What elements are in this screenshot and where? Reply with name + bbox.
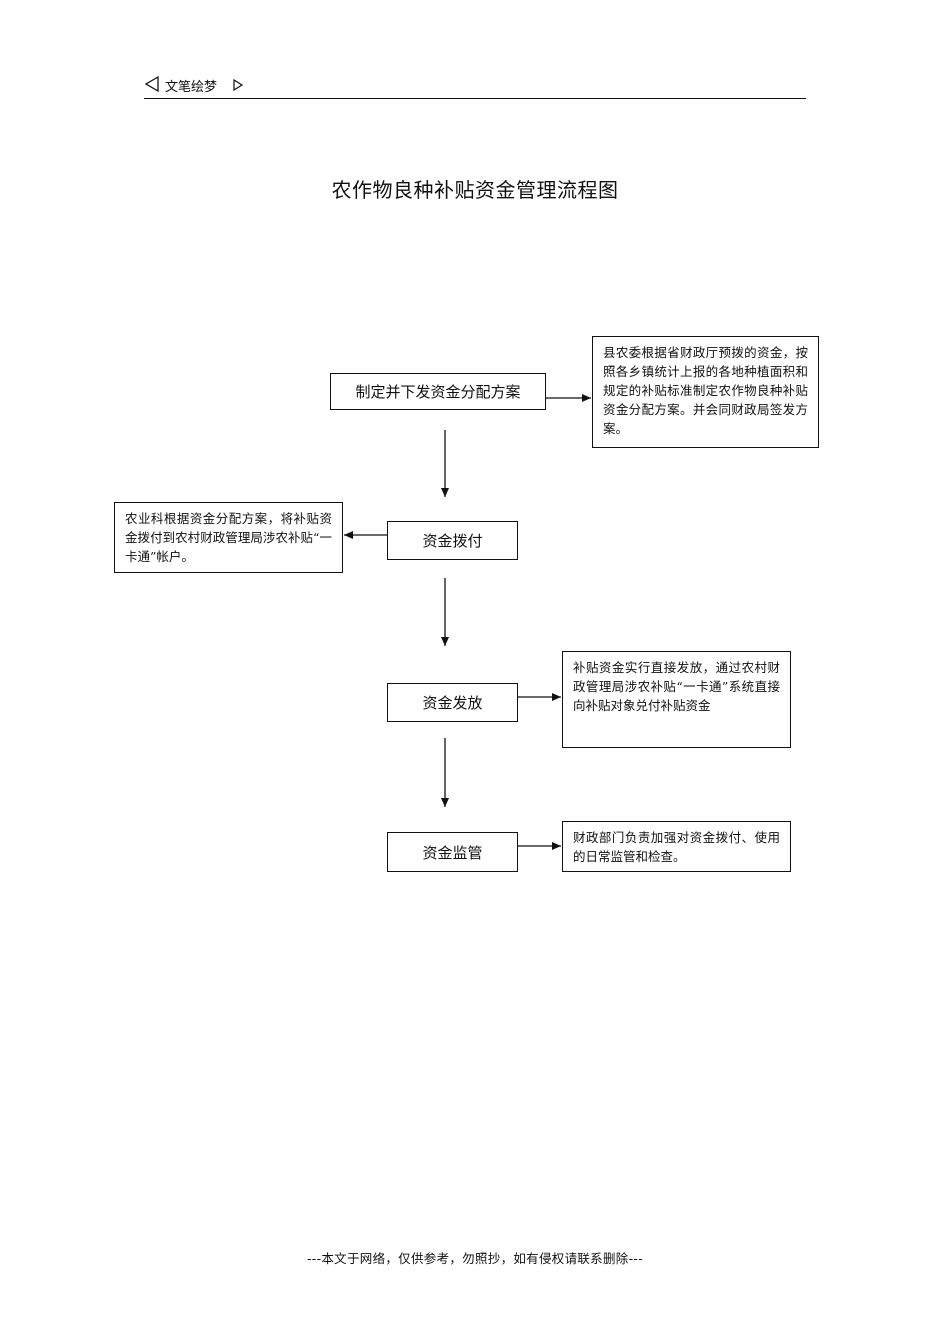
header-text: 文笔绘梦 bbox=[165, 80, 218, 95]
note-fund-supervision: 财政部门负责加强对资金拨付、使用的日常监管和检查。 bbox=[562, 821, 791, 872]
note-fund-allocation: 农业科根据资金分配方案，将补贴资金拨付到农村财政管理局涉农补贴“一卡通”帐户。 bbox=[114, 502, 343, 573]
step-fund-allocation: 资金拨付 bbox=[387, 521, 518, 560]
right-triangle-icon bbox=[232, 76, 244, 95]
note-distribution-plan: 县农委根据省财政厅预拨的资金，按照各乡镇统计上报的各地种植面积和规定的补贴标准制… bbox=[592, 336, 819, 448]
step-fund-disbursement: 资金发放 bbox=[387, 683, 518, 722]
left-triangle-icon bbox=[144, 75, 160, 96]
step-fund-supervision: 资金监管 bbox=[387, 832, 518, 872]
page-footer: ---本文于网络，仅供参考，勿照抄，如有侵权请联系删除--- bbox=[306, 1251, 644, 1266]
page-title: 农作物良种补贴资金管理流程图 bbox=[331, 178, 619, 202]
page-header: 文笔绘梦 bbox=[144, 74, 806, 99]
step-distribution-plan: 制定并下发资金分配方案 bbox=[330, 373, 546, 410]
note-fund-disbursement: 补贴资金实行直接发放，通过农村财政管理局涉农补贴“一卡通”系统直接向补贴对象兑付… bbox=[562, 651, 791, 748]
